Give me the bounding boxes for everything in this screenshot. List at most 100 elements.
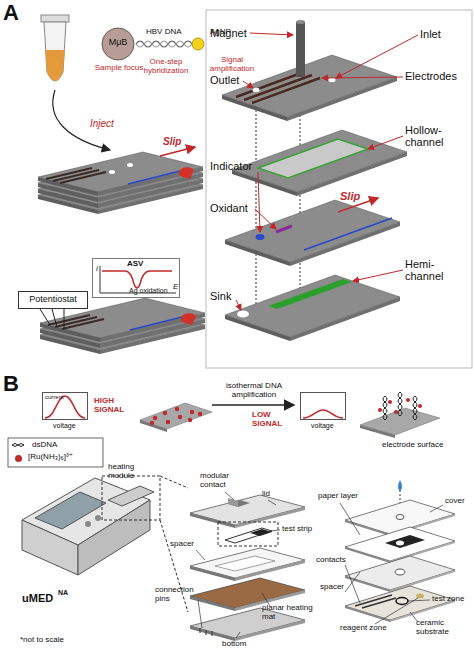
label-text: *not to scale: [20, 636, 64, 645]
illustration-line: [198, 600, 202, 628]
label-text: Oxidant: [210, 202, 248, 214]
illustration-path: [12, 444, 24, 447]
label-text: NA: [58, 589, 68, 597]
illustration-g: [200, 628, 212, 636]
illustration-path: [102, 271, 172, 288]
label-text: i: [96, 265, 98, 274]
illustration-path: [398, 392, 402, 416]
illustration-circle: [418, 404, 422, 408]
label-text: Potentiostat: [19, 295, 87, 305]
label-text: Sink: [210, 290, 231, 302]
illustration-line: [276, 226, 292, 232]
illustration-ellipse: [256, 234, 265, 240]
illustration-polygon: [108, 486, 154, 506]
illustration-circle: [190, 410, 194, 414]
illustration-use: [345, 556, 455, 592]
illustration-ellipse: [416, 594, 424, 599]
illustration-line: [225, 492, 234, 500]
illustration-line: [353, 270, 403, 281]
illustration-g: [236, 33, 418, 310]
illustration-polygon: [22, 520, 78, 575]
illustration-polygon: [258, 139, 368, 178]
illustration-ellipse: [396, 515, 404, 520]
label-text: Inlet: [420, 28, 441, 40]
illustration-line: [205, 630, 206, 635]
illustration-path: [398, 480, 402, 491]
illustration-circle: [388, 400, 392, 404]
label-text: current: [45, 394, 64, 401]
illustration-line: [243, 81, 253, 88]
label-text: Outlet: [210, 74, 239, 86]
illustration-circle: [166, 420, 170, 424]
illustration-g: [150, 407, 202, 425]
illustration-line: [212, 404, 294, 406]
illustration-g: [378, 398, 422, 414]
illustration-line: [236, 632, 240, 638]
label-text: uMED: [22, 592, 53, 604]
label-text: cover: [445, 497, 465, 506]
illustration-rect: [218, 522, 278, 546]
label-text: electrode surface: [382, 441, 443, 450]
illustration-circle: [150, 421, 154, 425]
illustration-ellipse: [396, 541, 404, 546]
label-text: E: [173, 283, 178, 292]
illustration-line: [250, 33, 293, 35]
illustration-path: [45, 50, 65, 81]
illustration-line: [256, 90, 257, 318]
illustration-polygon: [385, 535, 425, 548]
illustration-line: [258, 172, 260, 232]
label-text: HIGH SIGNAL: [94, 397, 134, 415]
legend-text: dsDNA: [32, 441, 57, 450]
label-text: One-step hybridization: [138, 58, 194, 76]
label-text: Slip: [340, 190, 360, 202]
illustration-circle: [153, 416, 157, 420]
illustration-ellipse: [296, 20, 305, 24]
illustration-circle: [378, 408, 382, 412]
plot-box: currentvoltage: [42, 392, 88, 420]
instrument-box: Potentiostat: [18, 291, 88, 309]
illustration-use: [345, 527, 455, 563]
label-text: lid: [262, 490, 270, 499]
illustration-path: [181, 313, 196, 325]
label-text: Hemi-channel: [405, 258, 461, 282]
label-text: Electrodes: [405, 70, 457, 82]
label-text: Inject: [90, 118, 114, 129]
illustration-polygon: [215, 556, 275, 571]
plot-box: voltage: [300, 392, 346, 420]
panel-letter: B: [3, 372, 19, 396]
illustration-line: [211, 631, 212, 636]
illustration-use: [225, 200, 400, 266]
illustration-g: [355, 595, 396, 608]
illustration-path: [179, 167, 194, 179]
illustration-circle: [406, 398, 410, 402]
illustration-line: [345, 572, 360, 592]
label-text: Hollow-channel: [405, 124, 461, 148]
label-text: LOW SIGNAL: [252, 411, 292, 429]
label-text: MμB: [101, 38, 135, 48]
label-text: Indicator: [210, 160, 252, 172]
label-text: connection pins: [155, 586, 199, 604]
illustration-line: [60, 172, 106, 183]
illustration-line: [64, 309, 65, 329]
illustration-line: [52, 309, 57, 327]
illustration-line: [128, 171, 180, 184]
illustration-path: [12, 444, 24, 447]
label-text: bottom: [222, 640, 246, 649]
illustration-use: [190, 495, 305, 528]
panel-letter: A: [3, 1, 19, 25]
illustration-path: [44, 22, 66, 81]
illustration-line: [236, 72, 304, 97]
illustration-polygon: [250, 529, 272, 536]
label-text: spacer: [320, 583, 344, 592]
illustration-line: [160, 476, 188, 488]
illustration-ellipse: [329, 78, 336, 82]
label-text: isothermal DNA amplification: [214, 382, 294, 400]
bead-circle: MμB: [101, 27, 135, 61]
illustration-line: [244, 75, 312, 100]
illustration-line: [255, 209, 276, 229]
illustration-path: [303, 410, 343, 418]
illustration-line: [368, 136, 403, 149]
label-text: Slip: [163, 136, 181, 147]
illustration-path: [383, 396, 387, 420]
illustration-polygon: [268, 279, 352, 309]
